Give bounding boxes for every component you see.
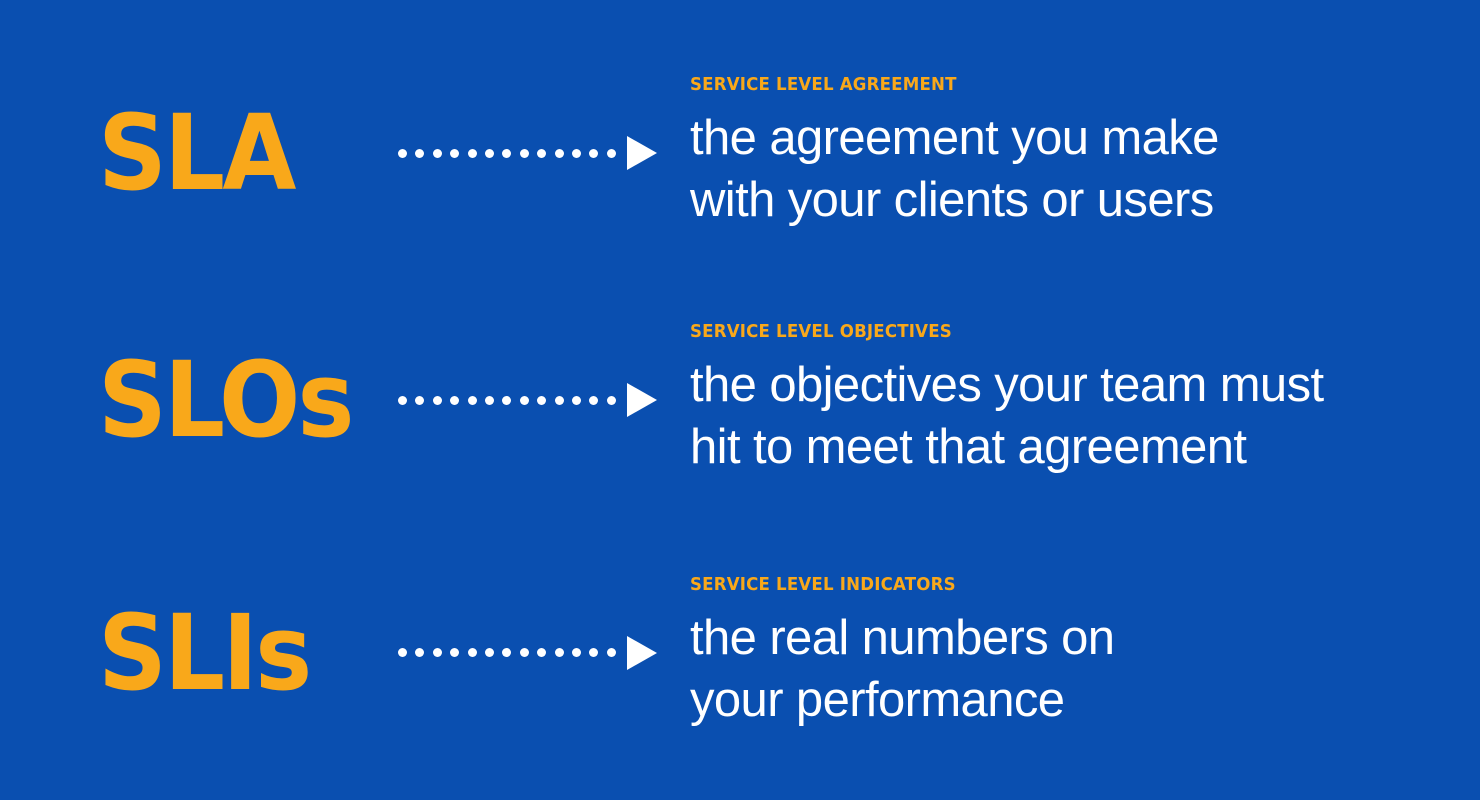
arrow-dot: [484, 395, 494, 405]
description-text: the objectives your team must hit to mee…: [690, 358, 1324, 474]
definition-row: SLOs: [0, 320, 1480, 480]
arrow-dot: [554, 148, 564, 158]
eyebrow-label: SERVICE LEVEL AGREEMENT: [690, 75, 957, 95]
arrow-head-icon: [627, 635, 658, 670]
definition-row: SLIs: [0, 570, 1480, 735]
acronym-column: SLIs: [0, 601, 398, 705]
acronym-label: SLA: [98, 92, 296, 214]
arrow-dot: [502, 648, 512, 657]
arrow-dot: [484, 648, 494, 657]
arrow-dot: [398, 148, 407, 158]
description-column: SERVICE LEVEL AGREEMENT the agreement yo…: [690, 75, 1480, 231]
arrow-dot: [589, 148, 599, 158]
arrow-dot: [432, 395, 442, 405]
arrow-dot: [398, 395, 407, 405]
connector-column: [398, 136, 690, 170]
arrow-dot: [554, 395, 564, 405]
definition-row: SLA: [0, 75, 1480, 231]
description-text: the agreement you make with your clients…: [690, 111, 1219, 227]
arrow-dot: [450, 395, 460, 405]
arrow-dot: [537, 648, 547, 657]
description-column: SERVICE LEVEL OBJECTIVES the objectives …: [690, 322, 1480, 478]
arrow-dot: [571, 148, 581, 158]
arrow-dot: [450, 148, 460, 158]
arrow-dot: [589, 648, 599, 657]
acronym-column: SLOs: [0, 348, 398, 452]
arrow-dot: [519, 648, 529, 657]
description-text: the real numbers on your performance: [690, 610, 1115, 727]
arrow-dot: [484, 148, 494, 158]
arrow-dot: [571, 648, 581, 657]
acronym-label: SLOs: [98, 339, 354, 461]
arrow-dot: [502, 148, 512, 158]
arrow-dots: [398, 148, 624, 158]
dotted-arrow-right-icon: [398, 136, 658, 170]
connector-column: [398, 635, 690, 670]
arrow-dot: [432, 648, 442, 657]
arrow-dot: [606, 648, 616, 657]
dotted-arrow-right-icon: [398, 383, 658, 417]
arrow-dot: [537, 395, 547, 405]
arrow-head-icon: [627, 383, 658, 417]
arrow-dot: [415, 148, 425, 158]
acronym-column: SLA: [0, 101, 398, 205]
arrow-dot: [467, 648, 477, 657]
arrow-dot: [571, 395, 581, 405]
eyebrow-label: SERVICE LEVEL OBJECTIVES: [690, 322, 952, 342]
arrow-dot: [554, 648, 564, 657]
arrow-dot: [606, 395, 616, 405]
arrow-dot: [432, 148, 442, 158]
arrow-dots: [398, 648, 624, 657]
description-column: SERVICE LEVEL INDICATORS the real number…: [690, 575, 1480, 731]
arrow-dot: [519, 395, 529, 405]
arrow-dot: [415, 395, 425, 405]
arrow-dot: [467, 395, 477, 405]
acronym-label: SLIs: [98, 591, 312, 714]
dotted-arrow-right-icon: [398, 635, 658, 670]
arrow-dots: [398, 395, 624, 405]
arrow-dot: [537, 148, 547, 158]
connector-column: [398, 383, 690, 417]
eyebrow-label: SERVICE LEVEL INDICATORS: [690, 574, 956, 595]
arrow-dot: [519, 148, 529, 158]
arrow-head-icon: [627, 136, 658, 170]
arrow-dot: [398, 648, 407, 657]
arrow-dot: [415, 648, 425, 657]
arrow-dot: [467, 148, 477, 158]
arrow-dot: [589, 395, 599, 405]
arrow-dot: [606, 148, 616, 158]
arrow-dot: [450, 648, 460, 657]
arrow-dot: [502, 395, 512, 405]
